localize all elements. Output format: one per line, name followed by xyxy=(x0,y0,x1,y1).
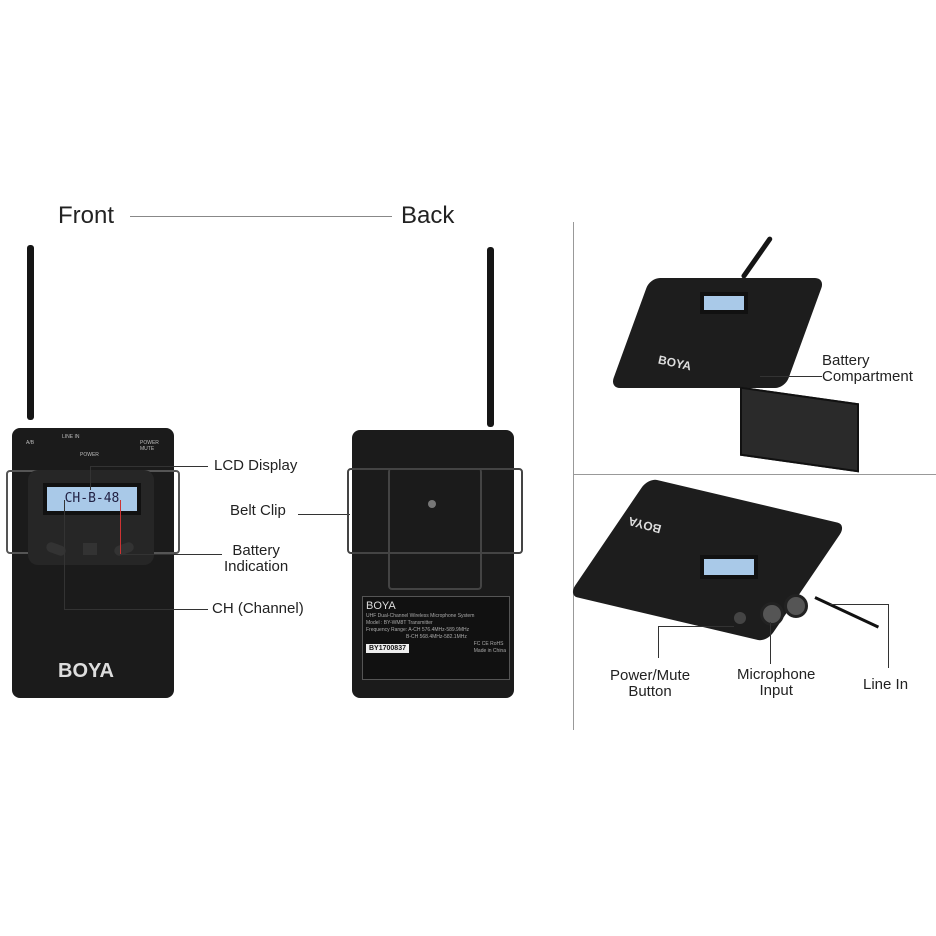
line-in-leader xyxy=(830,604,888,605)
sticker-line3: Frequency Range: A-CH 576.4MHz-589.9MHz xyxy=(366,627,470,633)
origin: Made in China xyxy=(473,648,506,654)
back-heading: Back xyxy=(401,202,455,229)
tripod-hole xyxy=(428,500,436,508)
ch-leader xyxy=(64,609,208,610)
vertical-divider xyxy=(573,222,574,730)
microphone-input-callout: Microphone Input xyxy=(737,666,816,699)
battery-indication-callout: Battery Indication xyxy=(224,542,289,575)
sticker-line2: Model : BY-WM8T Transmitter xyxy=(366,620,433,626)
battery-compartment-leader xyxy=(760,376,822,377)
power-mute-label: POWER MUTE xyxy=(140,440,159,452)
antenna xyxy=(487,247,494,427)
power-leader-v xyxy=(658,626,659,658)
lcd-display xyxy=(700,292,748,314)
lcd-leader xyxy=(90,466,208,467)
microphone-input-jack-2[interactable] xyxy=(784,594,808,618)
line-in-leader-v xyxy=(888,604,889,668)
antenna xyxy=(27,245,34,420)
sticker-brand: BOYA xyxy=(366,600,396,612)
ch-channel-callout: CH (Channel) xyxy=(212,600,304,617)
line-in-callout: Line In xyxy=(863,676,909,693)
horizontal-divider xyxy=(573,474,936,475)
power-mute-button[interactable] xyxy=(734,612,746,624)
battery-leader xyxy=(122,554,222,555)
power-mute-callout: Power/Mute Button xyxy=(610,667,691,700)
serial-number: BY1700837 xyxy=(366,643,409,653)
lcd-display: CH-B-48 xyxy=(43,483,141,515)
battery-leader-v xyxy=(120,500,121,554)
ab-label: A/B xyxy=(26,440,35,446)
brand-logo: BOYA xyxy=(58,660,114,682)
microphone-input-jack[interactable] xyxy=(760,602,784,626)
battery-tray[interactable] xyxy=(740,386,859,473)
front-back-divider xyxy=(130,216,392,217)
lcd-display-callout: LCD Display xyxy=(214,457,298,474)
lcd-leader-v xyxy=(90,466,91,490)
power-label: POWER xyxy=(80,452,99,458)
product-label: BOYA UHF Dual-Channel Wireless Microphon… xyxy=(362,596,510,680)
antenna xyxy=(740,235,774,280)
ch-leader-v xyxy=(64,500,65,609)
line-in-cable xyxy=(814,596,880,629)
belt-clip-loop[interactable] xyxy=(388,468,482,590)
belt-clip-callout: Belt Clip xyxy=(230,502,286,519)
front-heading: Front xyxy=(58,202,115,229)
lcd-display xyxy=(700,555,758,579)
power-leader xyxy=(658,626,734,627)
sticker-line1: UHF Dual-Channel Wireless Microphone Sys… xyxy=(366,613,475,619)
cert-marks: FC CE RoHS xyxy=(473,641,504,647)
line-in-label: LINE IN xyxy=(62,434,80,440)
battery-compartment-callout: Battery Compartment xyxy=(822,352,913,385)
belt-clip-leader xyxy=(298,514,350,515)
mic-leader xyxy=(770,622,771,664)
sticker-line4: B-CH 568.4MHz-582.1MHz xyxy=(406,634,467,640)
belt-clip[interactable] xyxy=(347,468,523,554)
set-button[interactable] xyxy=(83,543,97,555)
